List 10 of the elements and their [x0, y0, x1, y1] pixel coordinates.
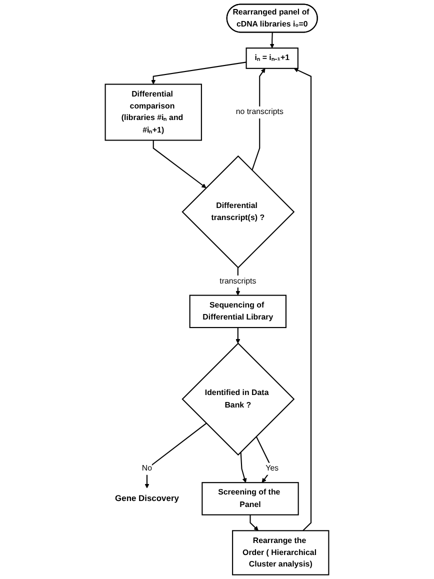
arrow: [152, 140, 206, 188]
arrow: [294, 68, 312, 532]
arrow: [250, 514, 258, 531]
arrow: [151, 62, 246, 84]
arrow: [236, 328, 240, 344]
arrow: [252, 68, 266, 170]
node-text: Gene Discovery: [115, 494, 179, 503]
arrow: [144, 422, 207, 488]
arrow: [240, 452, 247, 483]
arrow: [270, 32, 274, 48]
